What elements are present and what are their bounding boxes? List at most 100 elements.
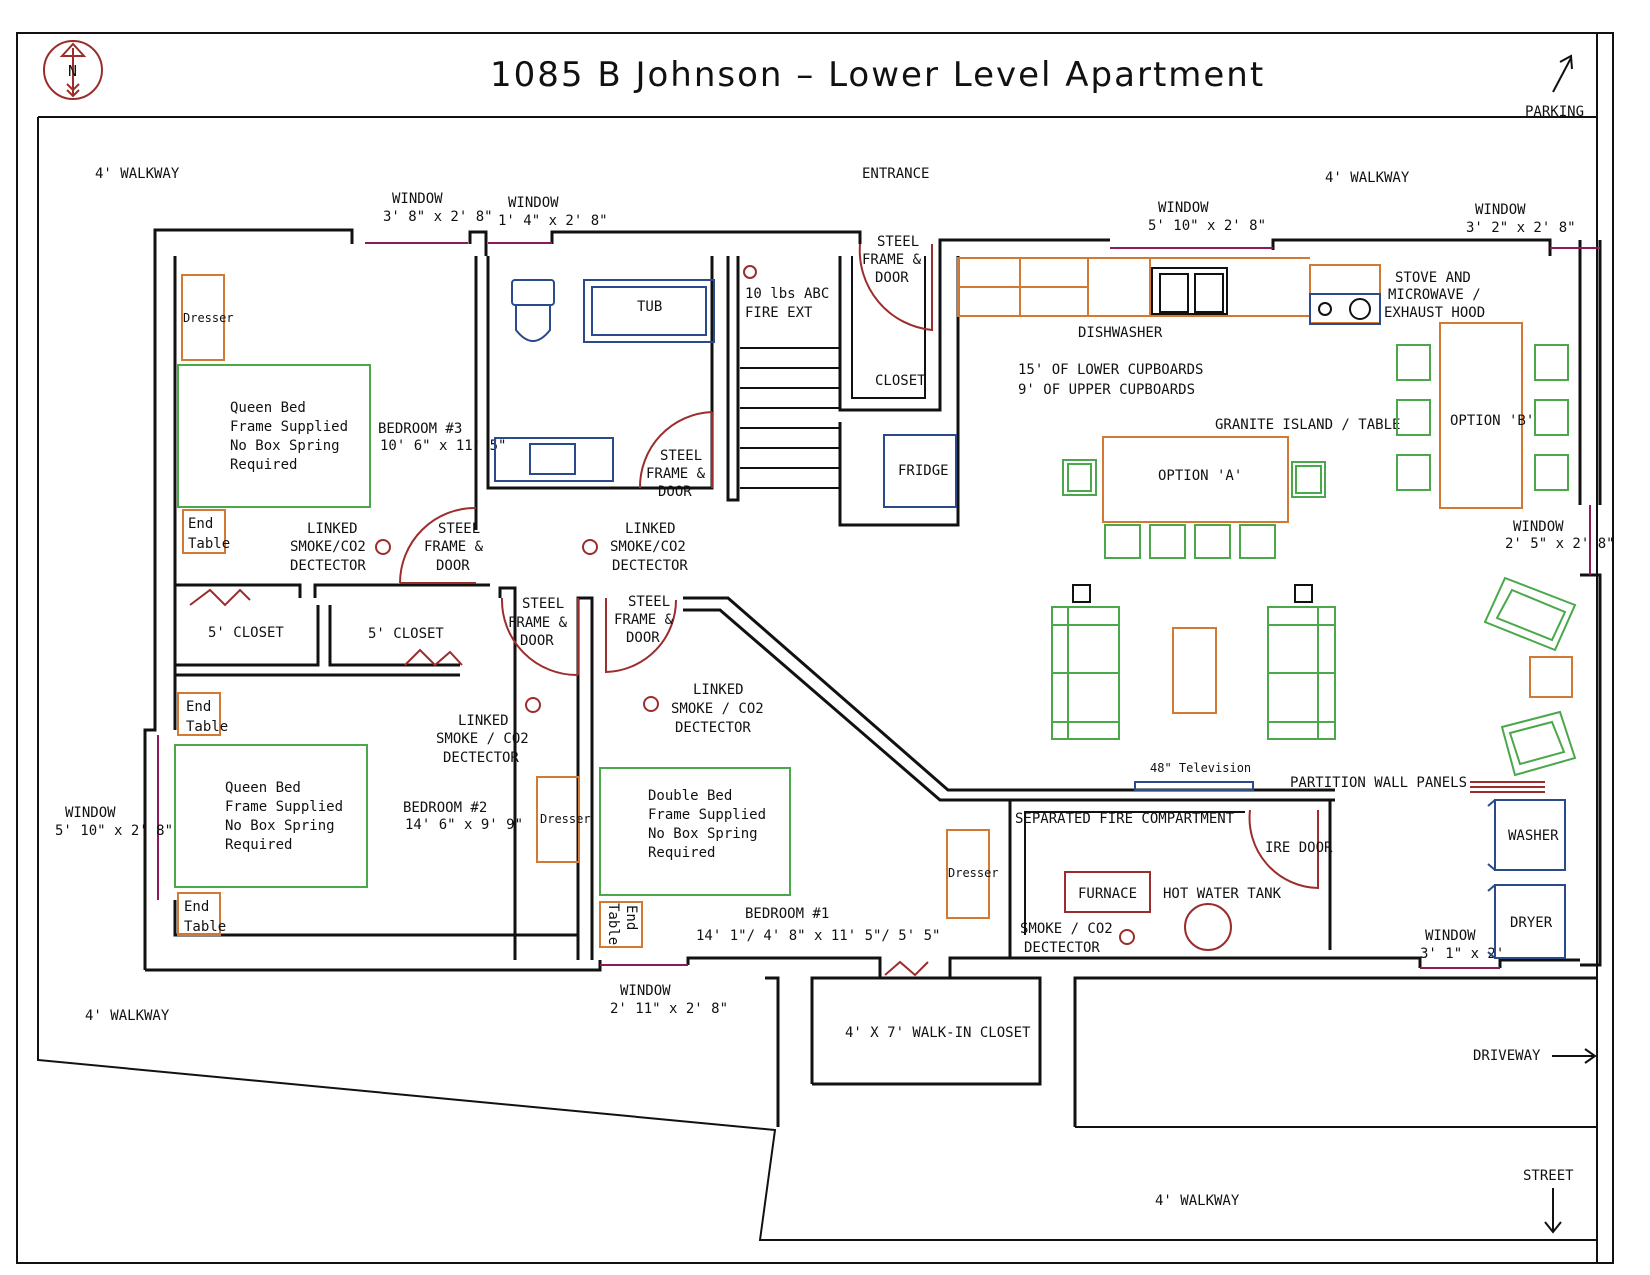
doors — [399, 243, 1319, 890]
dishwasher-icon — [1151, 267, 1228, 315]
svg-text:STEEL: STEEL — [628, 594, 670, 610]
svg-text:Frame Supplied: Frame Supplied — [230, 419, 348, 435]
svg-text:2' 5" x 2' 8": 2' 5" x 2' 8" — [1505, 536, 1615, 552]
island-label: GRANITE ISLAND / TABLE — [1215, 417, 1400, 433]
side-table — [1529, 656, 1573, 698]
svg-text:Table: Table — [605, 903, 621, 945]
washer-label: WASHER — [1508, 828, 1559, 844]
svg-text:End: End — [184, 899, 209, 915]
smoke-detector-label: LINKED SMOKE/CO2 DECTECTOR — [610, 521, 688, 574]
smoke-detector-label: LINKED SMOKE / CO2 DECTECTOR — [671, 682, 764, 736]
svg-text:WINDOW: WINDOW — [1513, 519, 1564, 535]
window-label: WINDOW 5' 10" x 2' 8" — [1148, 200, 1266, 234]
window-label: WINDOW 5' 10" x 2' 8" — [55, 805, 173, 839]
bedroom1-label: BEDROOM #1 14' 1"/ 4' 8" x 11' 5"/ 5' 5" — [696, 906, 940, 944]
svg-text:2' 11" x 2' 8": 2' 11" x 2' 8" — [610, 1001, 728, 1017]
compass-letter: N — [68, 62, 77, 80]
exterior-walls — [143, 228, 1602, 1128]
smoke-detector-icon — [525, 697, 541, 713]
svg-text:FRAME &: FRAME & — [508, 615, 568, 631]
street-arrow-icon — [1544, 1188, 1562, 1234]
queen-bed-label: Queen Bed Frame Supplied No Box Spring R… — [230, 400, 348, 473]
svg-text:STOVE AND: STOVE AND — [1395, 270, 1471, 286]
door-label: STEEL FRAME & DOOR — [424, 521, 484, 574]
dresser-label: Dresser — [540, 812, 591, 826]
closet-rod-icon — [189, 588, 251, 607]
svg-text:14' 1"/ 4' 8" x 11' 5"/ 5' 5: 14' 1"/ 4' 8" x 11' 5"/ 5' 5" — [696, 928, 940, 944]
window-label: WINDOW 3' 1" x 2' — [1420, 928, 1504, 962]
svg-text:SMOKE / CO2: SMOKE / CO2 — [1020, 921, 1113, 937]
stove-icon — [1309, 264, 1381, 325]
svg-text:EXHAUST HOOD: EXHAUST HOOD — [1384, 305, 1485, 321]
window-label: WINDOW 1' 4" x 2' 8" — [498, 195, 608, 229]
walkway-ne-label: 4' WALKWAY — [1325, 170, 1410, 186]
svg-text:SMOKE / CO2: SMOKE / CO2 — [671, 701, 764, 717]
svg-text:LINKED: LINKED — [307, 521, 358, 537]
window-label: WINDOW 2' 11" x 2' 8" — [610, 983, 728, 1017]
svg-text:Frame Supplied: Frame Supplied — [225, 799, 343, 815]
svg-text:DOOR: DOOR — [436, 558, 470, 574]
window-label: WINDOW 3' 8" x 2' 8" — [383, 191, 493, 225]
svg-text:BEDROOM #3: BEDROOM #3 — [378, 421, 462, 437]
tub — [583, 279, 715, 343]
closet-rod-icon — [404, 648, 463, 667]
furnace — [1064, 871, 1151, 913]
hot-water-tank-icon — [1184, 903, 1232, 951]
svg-text:10 lbs ABC: 10 lbs ABC — [745, 286, 829, 302]
cupboards-label: 15' OF LOWER CUPBOARDS 9' OF UPPER CUPBO… — [1018, 362, 1203, 398]
svg-text:Required: Required — [648, 845, 715, 861]
svg-text:STEEL: STEEL — [877, 234, 919, 250]
fire-compartment-label: SEPARATED FIRE COMPARTMENT — [1015, 811, 1235, 827]
plan-title: 1085 B Johnson – Lower Level Apartment — [490, 55, 1265, 95]
page-border — [16, 32, 1614, 1264]
dresser-b1 — [946, 829, 990, 919]
closet-label: CLOSET — [875, 373, 926, 389]
svg-text:STEEL: STEEL — [438, 521, 480, 537]
svg-text:3' 1" x 2': 3' 1" x 2' — [1420, 946, 1504, 962]
svg-text:5' 10" x 2' 8": 5' 10" x 2' 8" — [1148, 218, 1266, 234]
fire-extinguisher-label: 10 lbs ABC FIRE EXT — [745, 286, 829, 321]
sink-icon — [494, 437, 614, 482]
svg-text:SMOKE/CO2: SMOKE/CO2 — [290, 539, 366, 555]
entrance-label: ENTRANCE — [862, 166, 929, 182]
svg-text:Double Bed: Double Bed — [648, 788, 732, 804]
double-bed — [599, 767, 791, 896]
end-table-label: End Table — [184, 899, 226, 935]
svg-text:14' 6" x 9' 9": 14' 6" x 9' 9" — [405, 817, 523, 833]
fridge — [883, 434, 957, 508]
closet-label: 5' CLOSET — [208, 625, 284, 641]
door-label: STEEL FRAME & DOOR — [646, 448, 706, 500]
end-table-b2b — [177, 892, 221, 936]
smoke-detector-label: LINKED SMOKE / CO2 DECTECTOR — [436, 713, 529, 766]
door-label: STEEL FRAME & DOOR — [862, 234, 922, 286]
partition-label: PARTITION WALL PANELS — [1290, 775, 1467, 791]
end-table-label: End Table — [186, 699, 228, 735]
option-a-label: OPTION 'A' — [1158, 468, 1242, 484]
street-label: STREET — [1523, 1168, 1574, 1184]
svg-text:WINDOW: WINDOW — [65, 805, 116, 821]
svg-text:FRAME &: FRAME & — [424, 539, 484, 555]
svg-text:10' 6" x 11' 5": 10' 6" x 11' 5" — [380, 438, 506, 454]
lot-boundary — [37, 117, 1597, 1241]
svg-text:LINKED: LINKED — [625, 521, 676, 537]
double-bed-label: Double Bed Frame Supplied No Box Spring … — [648, 788, 766, 861]
svg-text:FIRE EXT: FIRE EXT — [745, 305, 813, 321]
end-table-b1 — [599, 901, 643, 948]
svg-text:15' OF LOWER CUPBOARDS: 15' OF LOWER CUPBOARDS — [1018, 362, 1203, 378]
dishwasher-label: DISHWASHER — [1078, 325, 1163, 341]
cupboards — [957, 257, 1310, 317]
interior-walls — [173, 256, 1335, 960]
svg-text:LINKED: LINKED — [693, 682, 744, 698]
svg-text:Queen Bed: Queen Bed — [225, 780, 301, 796]
svg-text:BEDROOM #2: BEDROOM #2 — [403, 800, 487, 816]
svg-text:DOOR: DOOR — [626, 630, 660, 646]
armchair — [1483, 576, 1577, 652]
window-label: WINDOW 3' 2" x 2' 8" — [1466, 202, 1576, 236]
svg-text:Table: Table — [186, 719, 228, 735]
svg-text:DECTECTOR: DECTECTOR — [1024, 940, 1100, 956]
dresser-b2 — [536, 776, 580, 863]
svg-text:Table: Table — [188, 536, 230, 552]
chairs — [1396, 344, 1569, 491]
svg-text:Required: Required — [230, 457, 297, 473]
